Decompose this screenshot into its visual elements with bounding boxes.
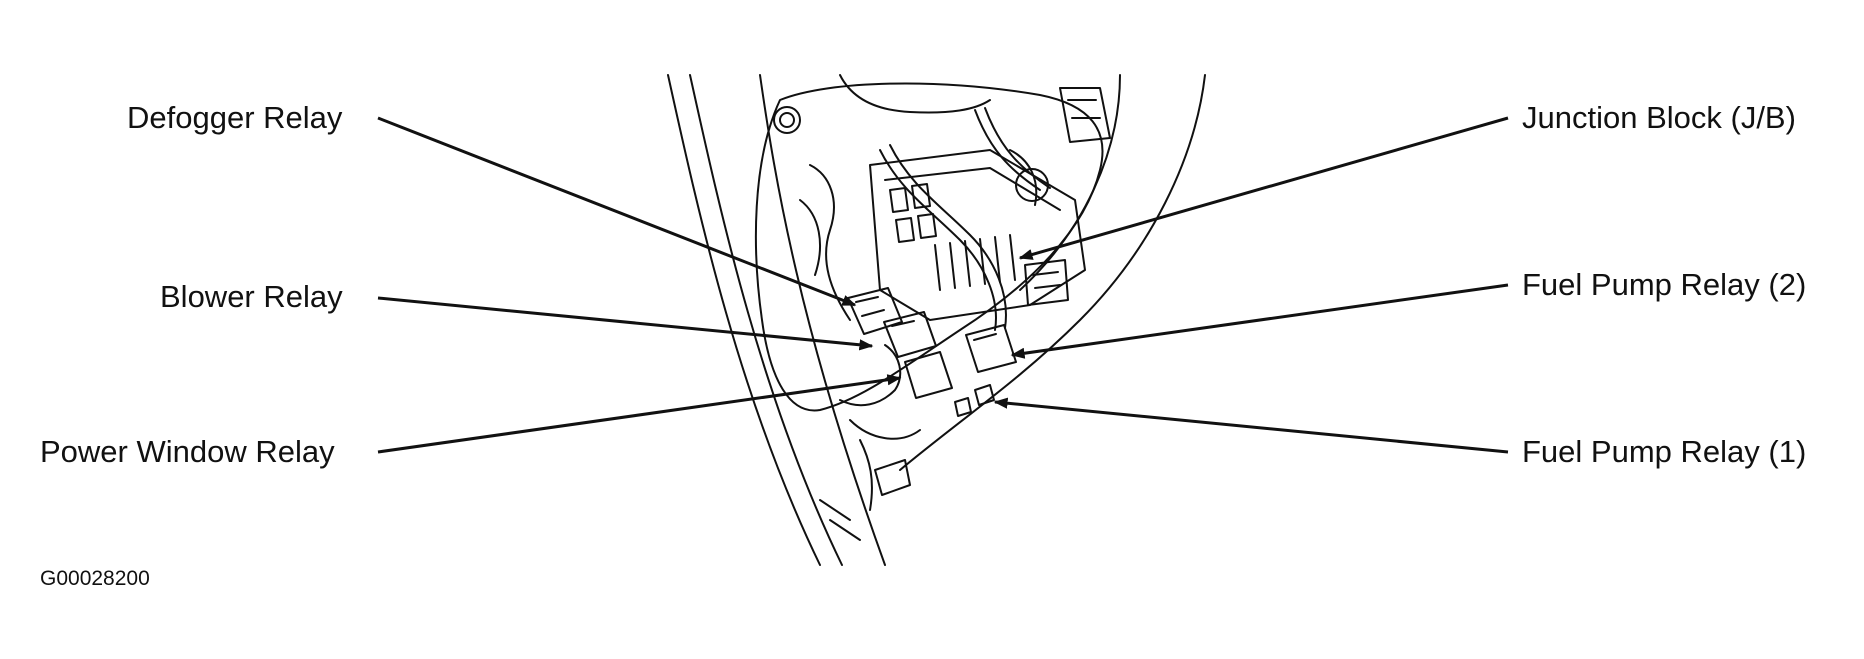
label-junction-block: Junction Block (J/B) (1522, 100, 1796, 135)
leader-blower-relay (377, 296, 874, 351)
label-power-window-relay: Power Window Relay (40, 434, 335, 469)
figure-code: G00028200 (40, 567, 150, 590)
label-fuel-pump-relay-1: Fuel Pump Relay (1) (1522, 434, 1807, 469)
leader-lines (377, 116, 1509, 454)
label-blower-relay: Blower Relay (160, 279, 343, 314)
leader-fuel-pump-relay-2 (1010, 283, 1509, 359)
leader-defogger-relay (377, 116, 857, 307)
leader-power-window-relay (377, 374, 902, 454)
label-fuel-pump-relay-2: Fuel Pump Relay (2) (1522, 267, 1807, 302)
label-defogger-relay: Defogger Relay (127, 100, 343, 135)
vehicle-body-drawing (667, 74, 1206, 566)
leader-junction-block (1018, 116, 1509, 260)
leader-fuel-pump-relay-1 (993, 397, 1509, 454)
